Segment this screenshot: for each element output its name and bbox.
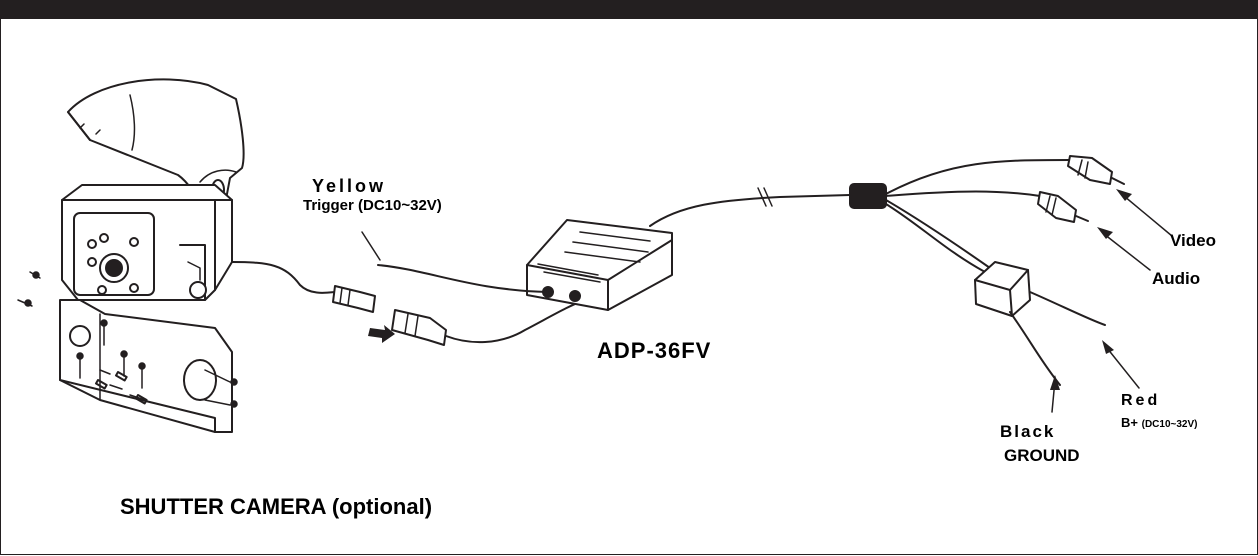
label-bplus: B+ (DC10~32V) bbox=[1121, 416, 1197, 430]
mounting-bracket-icon bbox=[59, 299, 233, 433]
label-camera: SHUTTER CAMERA (optional) bbox=[120, 494, 433, 519]
fuse-box-icon bbox=[974, 261, 1106, 386]
splitter-block-icon bbox=[849, 159, 1071, 273]
label-video: Video bbox=[1170, 231, 1216, 250]
label-bplus-prefix: B+ bbox=[1121, 415, 1138, 430]
label-black: Black bbox=[1000, 422, 1056, 441]
trigger-wire bbox=[377, 264, 549, 293]
label-yellow: Yellow bbox=[312, 176, 387, 196]
rca-plug-icon bbox=[1067, 155, 1125, 185]
label-model: ADP-36FV bbox=[597, 338, 712, 363]
adapter-box-icon bbox=[526, 187, 851, 311]
top-bar bbox=[0, 0, 1258, 19]
connector-plug-icon bbox=[391, 299, 586, 346]
shutter-camera-icon bbox=[61, 184, 336, 301]
connector-plug-icon bbox=[332, 285, 376, 313]
label-trigger: Trigger (DC10~32V) bbox=[303, 197, 442, 214]
rca-plug-icon bbox=[1037, 191, 1089, 223]
camera-hood-icon bbox=[67, 78, 245, 213]
label-red: Red bbox=[1121, 392, 1161, 409]
label-audio: Audio bbox=[1152, 269, 1201, 288]
pointer-arrow-icon bbox=[1051, 195, 1173, 413]
label-ground: GROUND bbox=[1004, 446, 1080, 465]
screws-icon bbox=[17, 271, 238, 408]
label-bplus-range: (DC10~32V) bbox=[1141, 419, 1198, 430]
trigger-pointer bbox=[361, 231, 381, 261]
